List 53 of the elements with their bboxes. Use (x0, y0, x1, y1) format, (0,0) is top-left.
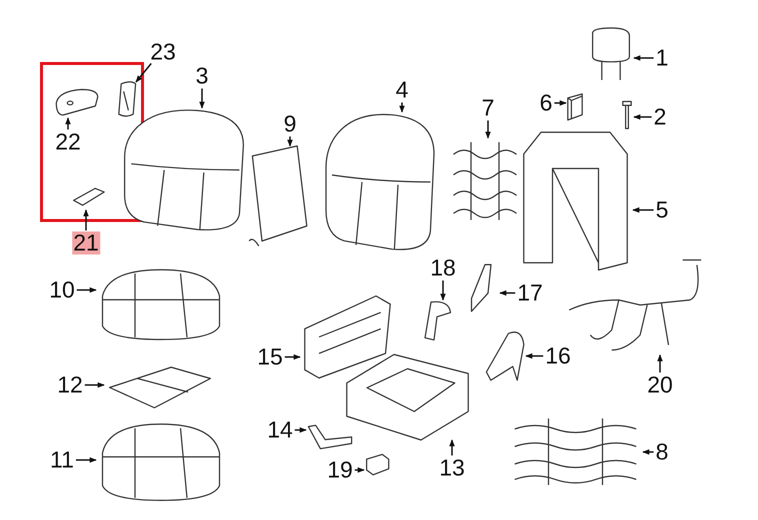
callout-number: 23 (149, 40, 177, 64)
callout-number: 16 (544, 344, 572, 368)
callout-number: 6 (538, 92, 554, 114)
callout-number: 21 (72, 232, 100, 254)
heater-pad-drawing (246, 146, 310, 246)
callout-number: 19 (326, 458, 354, 482)
leader-arrow (633, 114, 652, 120)
leader-arrow (287, 136, 293, 147)
leader-arrow (554, 100, 567, 106)
leader-arrow (632, 207, 654, 213)
leader-arrow (485, 120, 491, 139)
callout-number: 15 (256, 346, 284, 368)
callout-number: 8 (654, 440, 670, 464)
bracket-drawing (306, 424, 354, 450)
callout-number: 2 (652, 106, 668, 128)
callout-number: 1 (654, 46, 670, 70)
connector-drawing (364, 452, 390, 476)
leader-arrow (399, 102, 405, 113)
callout-number: 5 (654, 198, 670, 222)
leader-arrow (525, 353, 544, 359)
leader-arrow (65, 117, 71, 130)
callout-number: 17 (516, 282, 544, 304)
callout-number: 12 (56, 374, 84, 396)
leader-arrow (354, 467, 365, 473)
callout-number: 13 (438, 456, 466, 480)
leader-arrow (499, 290, 516, 296)
callout-number: 9 (282, 112, 298, 136)
leader-arrow (135, 63, 152, 83)
leader-arrow (449, 439, 455, 456)
callout-number: 22 (54, 130, 82, 154)
callout-number: 4 (394, 78, 410, 102)
hook-drawing (422, 300, 452, 342)
leader-arrow (76, 287, 97, 293)
bolt-drawing (620, 100, 634, 130)
leader-arrow (284, 354, 301, 360)
callout-number: 11 (49, 448, 75, 472)
leader-arrow (294, 427, 307, 433)
callout-number: 10 (48, 278, 76, 302)
switch-cover-drawing (54, 88, 100, 118)
leader-arrow (83, 209, 89, 230)
leader-arrow (199, 88, 205, 109)
leader-arrow (657, 354, 663, 372)
callout-number: 14 (266, 418, 294, 442)
callout-number: 7 (480, 96, 496, 120)
leader-arrow (76, 457, 97, 463)
clip-drawing (566, 94, 584, 120)
callout-number: 18 (429, 256, 457, 280)
callout-number: 3 (194, 64, 210, 88)
callout-number: 20 (646, 374, 674, 396)
leader-arrow (84, 382, 105, 388)
leader-arrow (642, 449, 654, 455)
leader-arrow (633, 55, 654, 61)
leader-arrow (440, 280, 446, 301)
